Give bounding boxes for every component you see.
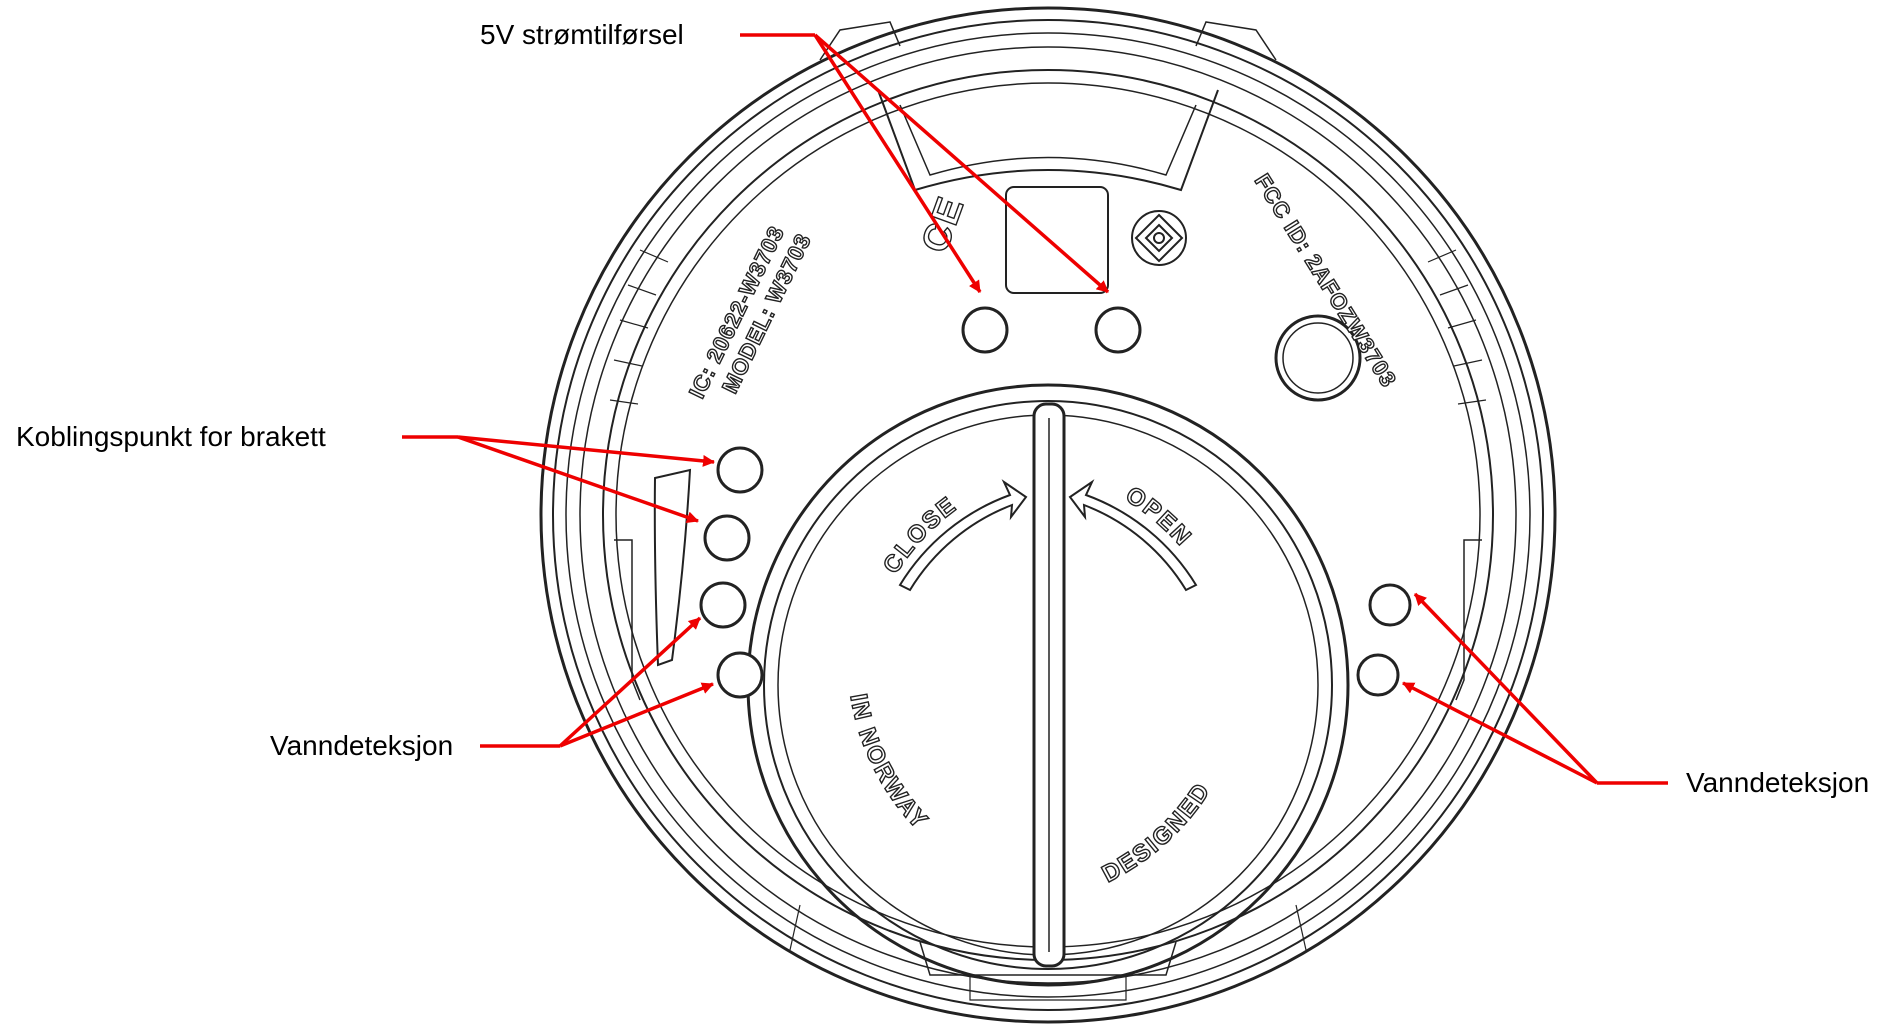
water-left-arrow-2 xyxy=(559,682,714,748)
device-body xyxy=(539,6,1557,1024)
bracket-contact-2 xyxy=(703,514,751,562)
water-right-arrow-2 xyxy=(1402,681,1598,785)
dial-inner-ring xyxy=(763,400,1333,970)
water-detection-right-label: Vanndeteksjon xyxy=(1686,767,1869,798)
water-contact-right-1 xyxy=(1368,583,1412,627)
rim-ring-4 xyxy=(579,46,1517,984)
in-norway-label: IN NORWAY xyxy=(844,692,933,835)
bracket-contact-1 xyxy=(716,446,764,494)
water-contact-left-1 xyxy=(699,581,747,629)
bracket-arrow-2 xyxy=(457,435,699,524)
power-arrow-right xyxy=(813,33,1110,294)
left-ribs xyxy=(609,249,669,405)
dial xyxy=(746,383,1350,987)
top-clip-left xyxy=(819,21,901,61)
bracket-arrow-1 xyxy=(457,435,715,467)
water-left-arrow-1 xyxy=(558,616,702,748)
right-ribs xyxy=(1427,249,1487,405)
large-hole xyxy=(1274,314,1362,402)
power-arrow-left xyxy=(813,34,982,293)
contact-holes xyxy=(699,306,1412,699)
close-arrow-icon xyxy=(898,479,1028,592)
fcc-marking: FCC ID: 2AFOZW3703 xyxy=(1250,169,1402,391)
rim-ring-2 xyxy=(552,19,1544,1011)
bottom-clips xyxy=(789,904,1307,1001)
large-hole-inner xyxy=(1282,322,1354,394)
open-arrow-icon xyxy=(1068,479,1198,592)
open-label: OPEN xyxy=(1121,481,1198,552)
right-notch xyxy=(1455,539,1482,701)
power-contact-left xyxy=(961,306,1009,354)
power-supply-label: 5V strømtilførsel xyxy=(480,19,684,50)
power-contact-right xyxy=(1094,306,1142,354)
designed-label: DESIGNED xyxy=(1098,777,1217,888)
outer-rim xyxy=(539,6,1557,1024)
left-notch xyxy=(614,539,641,701)
sensor-pad xyxy=(1005,186,1109,294)
top-notch-inner xyxy=(899,104,1197,176)
callout-lines xyxy=(402,33,1668,785)
bracket-connection-label: Koblingspunkt for brakett xyxy=(16,421,326,452)
water-contact-right-2 xyxy=(1356,653,1400,697)
water-detection-left-label: Vanndeteksjon xyxy=(270,730,453,761)
top-clip-right xyxy=(1195,21,1277,61)
left-slot xyxy=(653,468,692,667)
water-contact-left-2 xyxy=(716,651,764,699)
top-notch xyxy=(877,89,1219,192)
rim-ring-3 xyxy=(565,32,1531,998)
close-label: CLOSE xyxy=(878,491,962,578)
screw-icon xyxy=(1131,210,1187,266)
water-right-arrow-1 xyxy=(1413,592,1599,785)
